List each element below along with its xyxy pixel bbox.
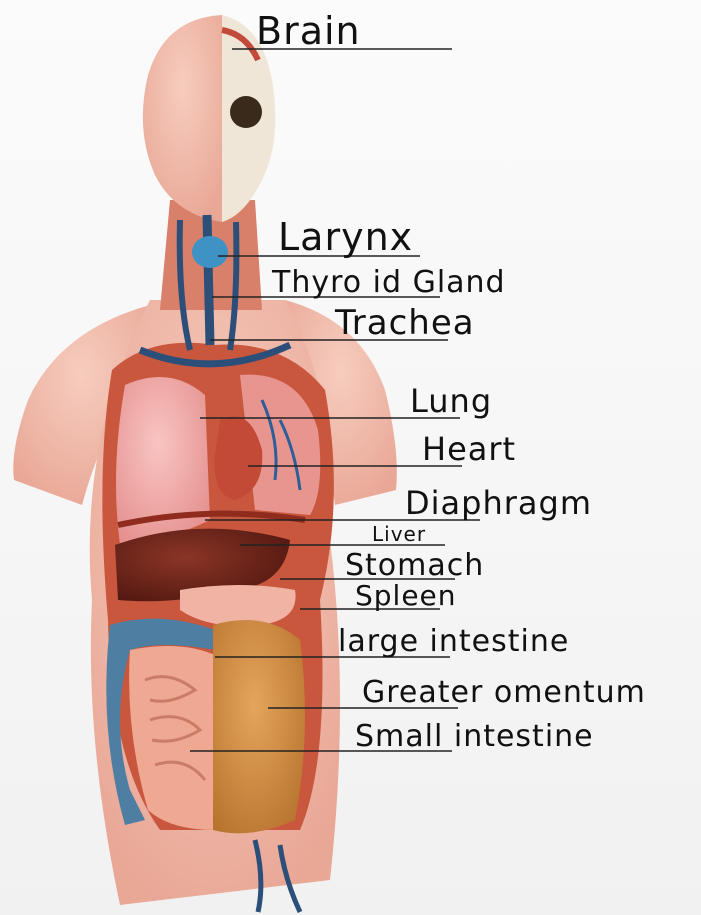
label-small-intestine: Small intestine xyxy=(355,719,594,754)
label-brain: Brain xyxy=(256,9,361,53)
label-larynx: Larynx xyxy=(278,215,413,259)
jugular-vein xyxy=(207,215,210,345)
label-stomach: Stomach xyxy=(345,548,484,583)
label-liver: Liver xyxy=(372,522,426,546)
label-large-intestine: large intestine xyxy=(338,624,569,659)
label-thyroid-gland: Thyro id Gland xyxy=(271,265,506,300)
label-greater-omentum: Greater omentum xyxy=(362,675,646,710)
label-diaphragm: Diaphragm xyxy=(405,484,592,522)
label-heart: Heart xyxy=(422,430,516,468)
head-skin-half xyxy=(143,15,222,222)
thyroid-gland xyxy=(192,236,228,268)
label-lung: Lung xyxy=(410,382,492,420)
label-spleen: Spleen xyxy=(355,579,457,612)
eye-socket xyxy=(230,96,262,128)
label-trachea: Trachea xyxy=(334,303,475,343)
torso-model xyxy=(13,15,397,912)
greater-omentum xyxy=(213,620,305,833)
